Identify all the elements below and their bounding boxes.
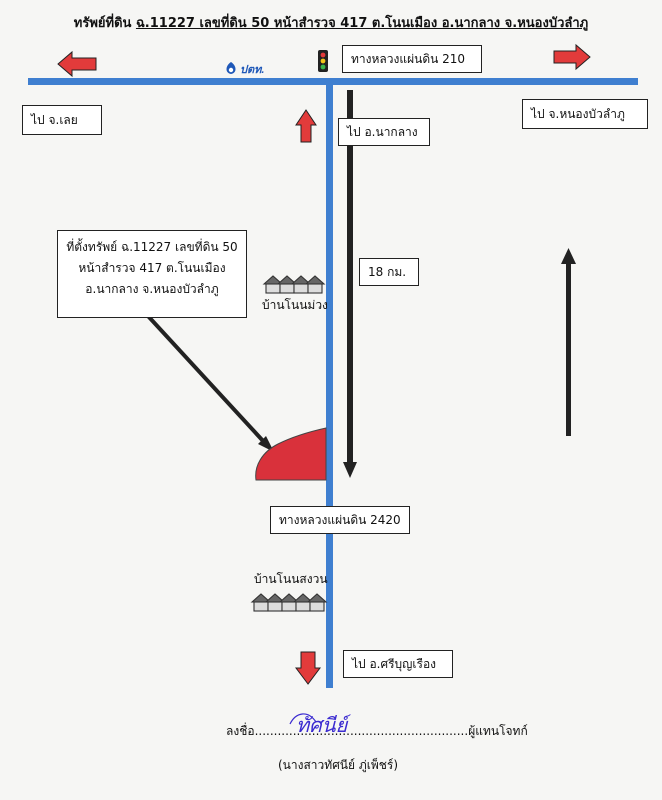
to-naklang-label: ไป อ.นากลาง [338,118,430,146]
highway-210-label: ทางหลวงแผ่นดิน 210 [342,45,482,73]
arrow-up-icon [295,109,317,143]
property-info-box: ที่ตั้งทรัพย์ ฉ.11227 เลขที่ดิน 50 หน้าส… [57,230,247,318]
gas-station-logo-text: ปตท. [240,64,264,76]
gas-station-logo-icon: ปตท. [226,62,264,76]
direction-arrow-up-icon [561,248,576,436]
svg-text:ทัศนีย์: ทัศนีย์ [296,713,351,737]
pointer-arrow-icon [146,314,274,452]
distance-label: 18 กม. [359,258,419,286]
arrow-right-icon [553,43,591,71]
property-info-line2: หน้าสำรวจ 417 ต.โนนเมือง [78,261,226,275]
title-detail: ฉ.11227 เลขที่ดิน 50 หน้าสำรวจ 417 ต.โนน… [135,16,589,31]
highway-2420-label: ทางหลวงแผ่นดิน 2420 [270,506,410,534]
signature-mark: ทัศนีย์ [289,713,351,737]
arrow-left-icon [57,50,97,78]
to-nongbua-label: ไป จ.หนองบัวลำภู [522,99,648,129]
distance-arrow-down-icon [343,90,357,478]
property-info-line1: ที่ตั้งทรัพย์ ฉ.11227 เลขที่ดิน 50 [66,240,238,254]
property-info-line3: อ.นากลาง จ.หนองบัวลำภู [85,282,219,296]
signatory-name: (นางสาวทัศนีย์ ภู่เพ็ชร์) [278,758,399,772]
signature-dots: ........................................… [254,724,469,738]
village-houses-icon [262,275,326,294]
signature-label: ลงชื่อ [226,724,255,738]
to-sribunrueang-label: ไป อ.ศรีบุญเรือง [343,650,453,678]
property-parcel [255,427,327,481]
highway-2420-road [326,78,333,688]
signature-line: ลงชื่อ..................................… [226,722,528,741]
page-title: ทรัพย์ที่ดิน ฉ.11227 เลขที่ดิน 50 หน้าสำ… [0,12,662,33]
signature-role: ผู้แทนโจทก์ [468,724,528,738]
arrow-down-icon [295,651,321,685]
village-nonsomuan-label: บ้านโนนสงวน [254,572,328,586]
traffic-light-icon [318,50,328,72]
village-houses-2-icon [250,593,328,612]
to-loei-label: ไป จ.เลย [22,105,102,135]
title-prefix: ทรัพย์ที่ดิน [73,16,132,31]
village-nonmuang-label: บ้านโนนม่วง [262,298,328,312]
